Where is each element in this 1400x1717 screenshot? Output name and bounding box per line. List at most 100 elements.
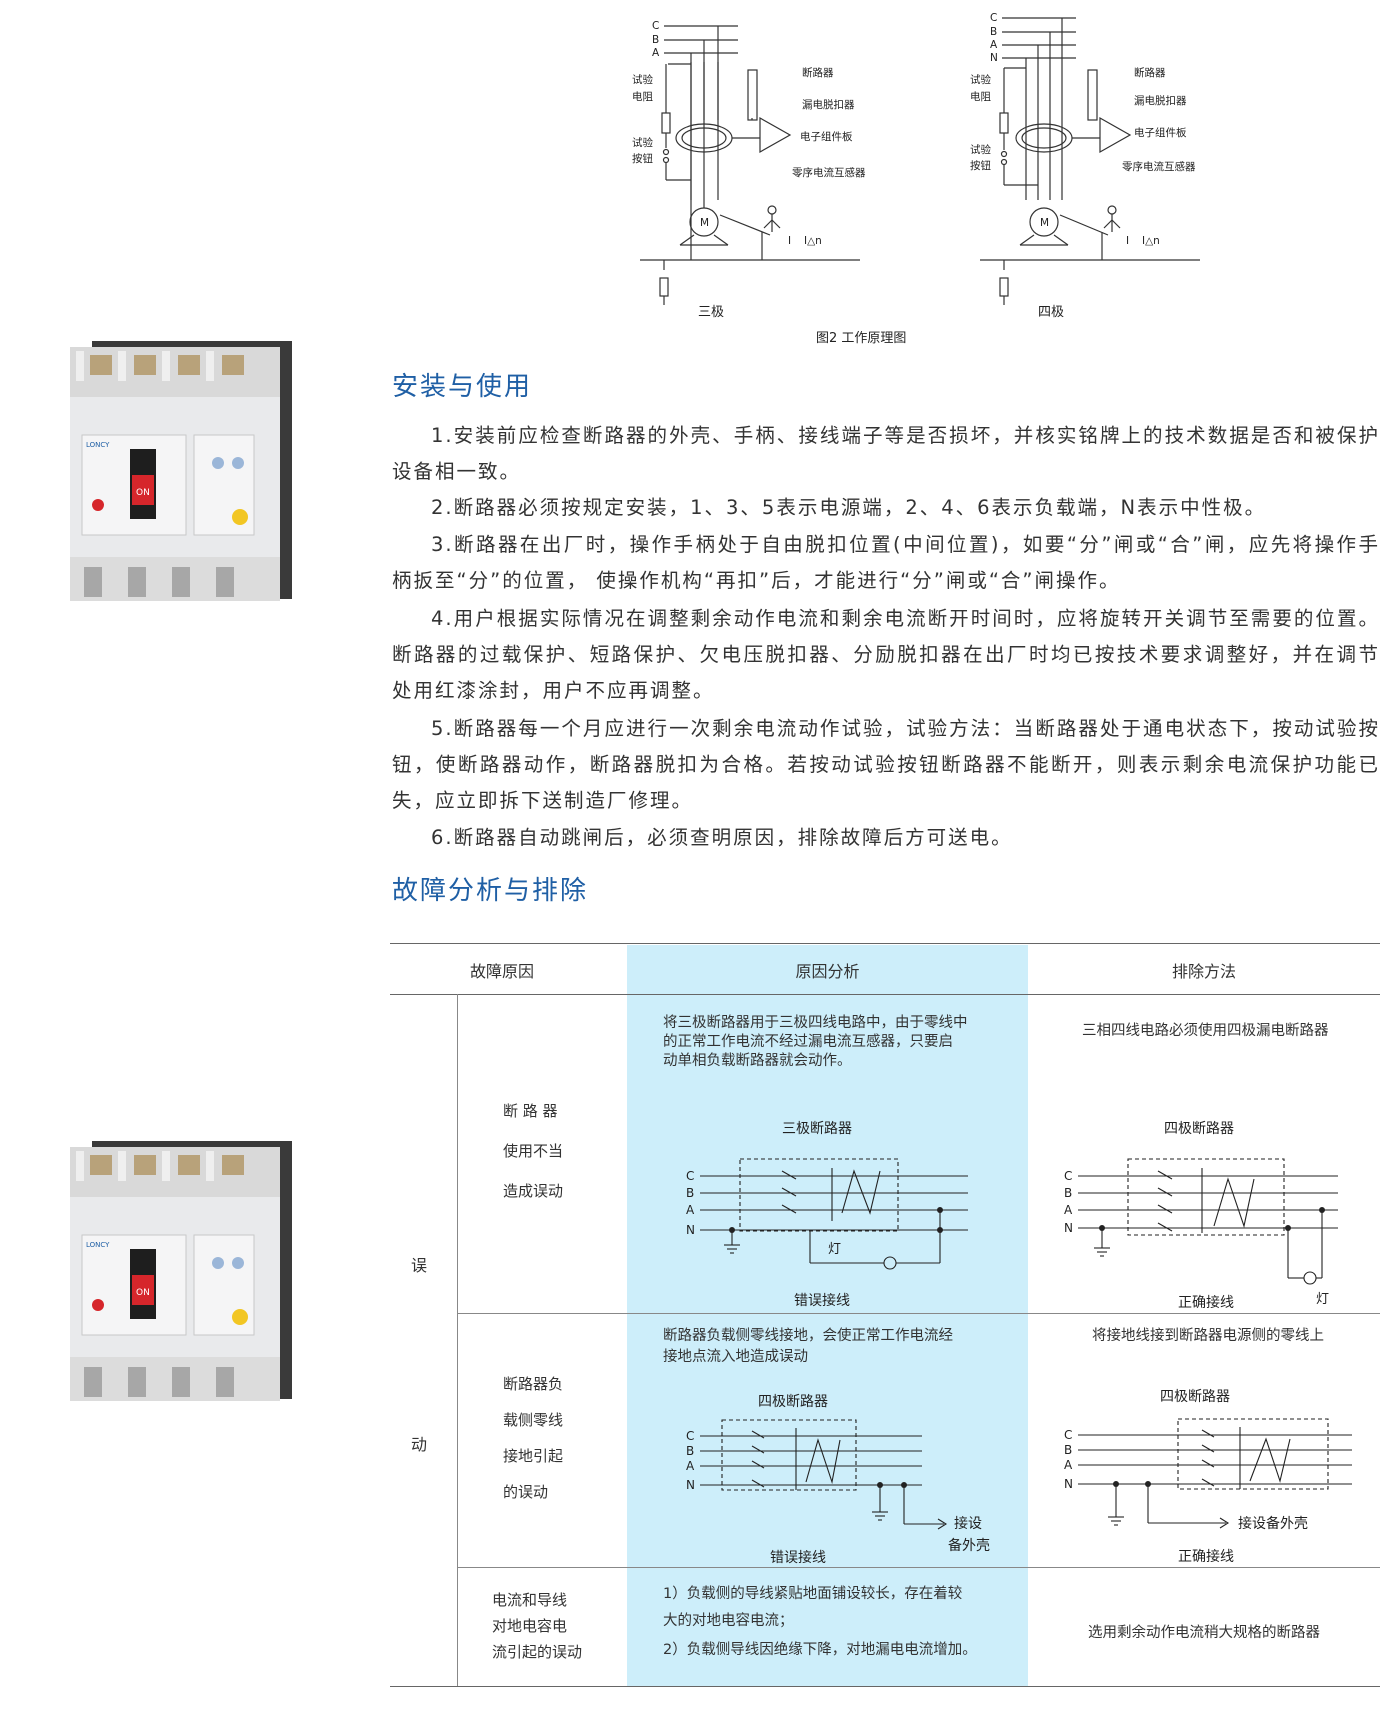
svg-text:C: C [686, 1429, 694, 1443]
svg-text:错误接线: 错误接线 [770, 1549, 826, 1566]
svg-text:C: C [1064, 1428, 1072, 1442]
svg-text:三极断路器: 三极断路器 [782, 1121, 852, 1137]
svg-text:灯: 灯 [1316, 1292, 1329, 1307]
svg-text:M: M [1040, 217, 1049, 229]
svg-text:四极断路器: 四极断路器 [758, 1394, 828, 1410]
row2-cause-line3: 接地引起 [503, 1447, 564, 1465]
analysis-column-highlight [627, 945, 1028, 1687]
svg-text:四极断路器: 四极断路器 [1164, 1121, 1234, 1137]
svg-text:接设: 接设 [954, 1515, 982, 1532]
row1-cause-line1: 断 路 器 [503, 1102, 558, 1120]
svg-text:试验: 试验 [632, 73, 653, 86]
three-pole-label: 三极 [698, 305, 724, 320]
three-pole-diagram [640, 25, 860, 305]
svg-text:按钮: 按钮 [632, 152, 653, 165]
row2-cause-line1: 断路器负 [503, 1375, 564, 1393]
svg-text:正确接线: 正确接线 [1178, 1294, 1234, 1311]
header-remedy: 排除方法 [1171, 962, 1236, 981]
install-paragraph-4: 4.用户根据实际情况在调整剩余动作电流和剩余电流断开时间时，应将旋转开关调节至需… [392, 607, 1380, 702]
four-pole-diagram [980, 17, 1200, 305]
row3-cause-line1: 电流和导线 [492, 1591, 568, 1609]
install-paragraph-2: 2.断路器必须按规定安装，1、3、5表示电源端，2、4、6表示负载端，N表示中性… [431, 496, 1267, 519]
row3-analysis-line3: 2）负载侧导线因绝缘下降，对地漏电电流增加。 [663, 1642, 977, 1658]
row1-remedy: 三相四线电路必须使用四极漏电断路器 [1082, 1023, 1329, 1039]
svg-text:断路器: 断路器 [802, 66, 834, 79]
svg-text:A: A [1064, 1203, 1073, 1217]
svg-text:错误接线: 错误接线 [794, 1292, 850, 1309]
row2-cause-line2: 载侧零线 [503, 1411, 564, 1429]
row1-correct-wiring-diagram: 四极断路器 C B A N 灯 正确接线 [1064, 1121, 1338, 1311]
phase-label: A [652, 47, 660, 59]
svg-text:N: N [686, 1478, 695, 1492]
svg-text:A: A [686, 1203, 695, 1217]
group-divider [457, 994, 458, 1686]
figure-caption: 图2 工作原理图 [816, 331, 906, 346]
install-paragraph-3: 3.断路器在出厂时，操作手柄处于自由脱扣位置(中间位置)，如要“分”闸或“合”闸… [392, 533, 1380, 592]
svg-text:A: A [990, 39, 998, 51]
row2-remedy: 将接地线接到断路器电源侧的零线上 [1092, 1328, 1324, 1344]
header-analysis: 原因分析 [795, 962, 860, 981]
svg-text:A: A [1064, 1458, 1073, 1472]
four-pole-labels: C B A N 试验 电阻 试验 按钮 断路器 漏电脱扣器 电子组件板 零序电流… [970, 12, 1196, 320]
svg-text:ON: ON [136, 488, 150, 498]
svg-text:C: C [1064, 1169, 1072, 1183]
svg-text:B: B [1064, 1186, 1072, 1200]
svg-text:I△n: I△n [1142, 235, 1160, 247]
svg-text:断路器: 断路器 [1134, 66, 1166, 79]
svg-text:零序电流互感器: 零序电流互感器 [1122, 160, 1196, 173]
svg-text:电阻: 电阻 [632, 90, 653, 103]
row2-analysis-line1: 断路器负载侧零线接地，会使正常工作电流经 [663, 1328, 953, 1344]
install-paragraph-1: 1.安装前应检查断路器的外壳、手柄、接线端子等是否损坏，并核实铭牌上的技术数据是… [392, 424, 1380, 483]
svg-text:正确接线: 正确接线 [1178, 1548, 1234, 1563]
svg-text:四极断路器: 四极断路器 [1160, 1389, 1230, 1405]
row1-cause-line2: 使用不当 [503, 1142, 564, 1160]
svg-text:按钮: 按钮 [970, 159, 991, 172]
phase-label: C [652, 20, 659, 32]
install-paragraph-6: 6.断路器自动跳闸后，必须查明原因，排除故障后方可送电。 [431, 826, 1013, 849]
svg-text:B: B [686, 1186, 694, 1200]
row1-wrong-wiring-diagram: 三极断路器 C B A N 灯 错误接线 [686, 1121, 968, 1309]
fault-section-title: 故障分析与排除 [392, 876, 589, 906]
svg-text:N: N [686, 1223, 695, 1237]
table-header-rule [390, 994, 1380, 995]
row-divider-2 [457, 1567, 1380, 1568]
svg-text:试验: 试验 [632, 136, 653, 149]
svg-text:C: C [686, 1169, 694, 1183]
row1-analysis-line2: 的正常工作电流不经过漏电流互感器，只要启 [663, 1034, 953, 1050]
svg-text:漏电脱扣器: 漏电脱扣器 [802, 98, 855, 111]
row-divider-1 [457, 1313, 1380, 1314]
svg-text:试验: 试验 [970, 143, 991, 156]
svg-text:N: N [1064, 1477, 1073, 1491]
row1-analysis-line1: 将三极断路器用于三极四线电路中，由于零线中 [663, 1015, 968, 1031]
svg-text:I△n: I△n [804, 235, 822, 247]
row3-cause-line2: 对地电容电 [492, 1617, 568, 1635]
table-bottom-rule [390, 1686, 1380, 1687]
svg-text:电子组件板: 电子组件板 [800, 130, 853, 143]
svg-text:备外壳: 备外壳 [948, 1537, 990, 1554]
svg-text:接设备外壳: 接设备外壳 [1238, 1515, 1308, 1532]
row3-remedy: 选用剩余动作电流稍大规格的断路器 [1088, 1625, 1320, 1641]
svg-text:M: M [700, 217, 709, 229]
svg-text:B: B [1064, 1443, 1072, 1457]
svg-text:零序电流互感器: 零序电流互感器 [792, 166, 866, 179]
svg-text:电阻: 电阻 [970, 90, 991, 103]
svg-text:LONCY: LONCY [86, 1241, 110, 1249]
row1-analysis-line3: 动单相负载断路器就会动作。 [663, 1053, 852, 1069]
svg-text:B: B [686, 1444, 694, 1458]
four-pole-label: 四极 [1038, 305, 1064, 320]
phase-label: B [652, 34, 659, 46]
svg-text:电子组件板: 电子组件板 [1134, 126, 1187, 139]
table-top-rule [390, 943, 1380, 944]
svg-text:LONCY: LONCY [86, 441, 110, 449]
svg-text:漏电脱扣器: 漏电脱扣器 [1134, 94, 1187, 107]
svg-text:ON: ON [136, 1288, 150, 1298]
product-image-breaker-2: ON LONCY [70, 1141, 292, 1401]
row3-cause-line3: 流引起的误动 [492, 1643, 583, 1661]
svg-text:试验: 试验 [970, 73, 991, 86]
svg-text:I: I [1126, 235, 1129, 247]
on-handle [132, 475, 154, 505]
row2-wrong-wiring-diagram: 四极断路器 C B A N 接设 备外壳 错误接线 [686, 1394, 990, 1566]
install-paragraph-5: 5.断路器每一个月应进行一次剩余电流动作试验，试验方法：当断路器处于通电状态下，… [392, 717, 1380, 812]
product-image-breaker: ON LONCY [70, 341, 292, 601]
svg-text:I: I [788, 235, 791, 247]
